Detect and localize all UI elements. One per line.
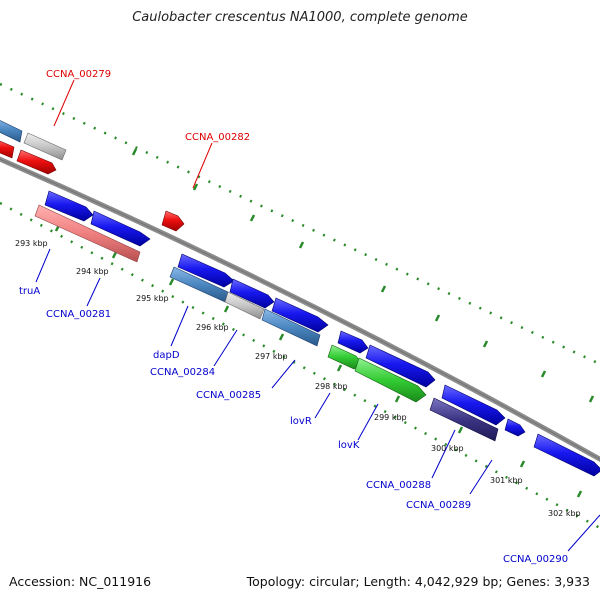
gene-feature [504,418,526,437]
label-leaders [35,79,600,552]
gene-label-dapd[interactable]: dapD [153,350,180,361]
map-title: Caulobacter crescentus NA1000, complete … [132,10,468,25]
gene-label-lovr[interactable]: lovR [290,416,312,427]
scale-label: 299 kbp [374,413,407,422]
inner-major-ticks [54,224,583,498]
gene-feature [441,384,506,426]
scale-label: 295 kbp [136,294,169,303]
gene-label-ccna-00288[interactable]: CCNA_00288 [366,480,431,491]
scale-label: 297 kbp [255,352,288,361]
gene-label-ccna-00290[interactable]: CCNA_00290 [503,554,568,565]
gene-feature [271,297,329,333]
gene-feature [365,344,436,388]
scale-label: 294 kbp [76,267,109,276]
gene-feature [34,204,141,263]
gene-label-ccna-00281[interactable]: CCNA_00281 [46,309,111,320]
scale-label: 301 kbp [490,476,523,485]
outer-major-ticks [131,148,595,403]
gene-feature [0,140,15,159]
scale-label: 293 kbp [15,239,48,248]
gene-feature [0,120,23,143]
gene-label-ccna-00289[interactable]: CCNA_00289 [406,500,471,511]
scale-label: 300 kbp [431,444,464,453]
gene-feature [261,308,321,347]
gene-feature [177,253,235,288]
scale-label: 298 kbp [315,382,348,391]
gene-feature [224,291,265,320]
gene-label-ccna-00282[interactable]: CCNA_00282 [185,132,250,143]
scale-label: 296 kbp [196,323,229,332]
gene-label-ccna-00285[interactable]: CCNA_00285 [196,390,261,401]
gene-feature [354,357,427,403]
gene-feature [337,330,369,354]
gene-labels: CCNA_00279 CCNA_00282 truA CCNA_00281 da… [19,69,568,565]
scale-labels: 293 kbp 294 kbp 295 kbp 296 kbp 297 kbp … [15,239,581,518]
gene-feature [229,278,275,309]
accession-text: Accession: NC_011916 [9,574,152,589]
gene-feature [23,132,67,161]
gene-features [0,120,600,477]
genome-summary-text: Topology: circular; Length: 4,042,929 bp… [246,574,590,589]
gene-feature [533,433,600,477]
scale-label: 302 kbp [548,509,581,518]
gene-feature [429,397,499,442]
gene-feature [44,190,94,222]
gene-label-trua[interactable]: truA [19,286,40,297]
gene-feature [16,149,57,175]
gene-feature [161,210,185,232]
gene-label-lovk[interactable]: lovK [338,440,360,451]
gene-label-ccna-00279[interactable]: CCNA_00279 [46,69,111,80]
gene-label-ccna-00284[interactable]: CCNA_00284 [150,367,215,378]
gene-feature [90,210,151,247]
